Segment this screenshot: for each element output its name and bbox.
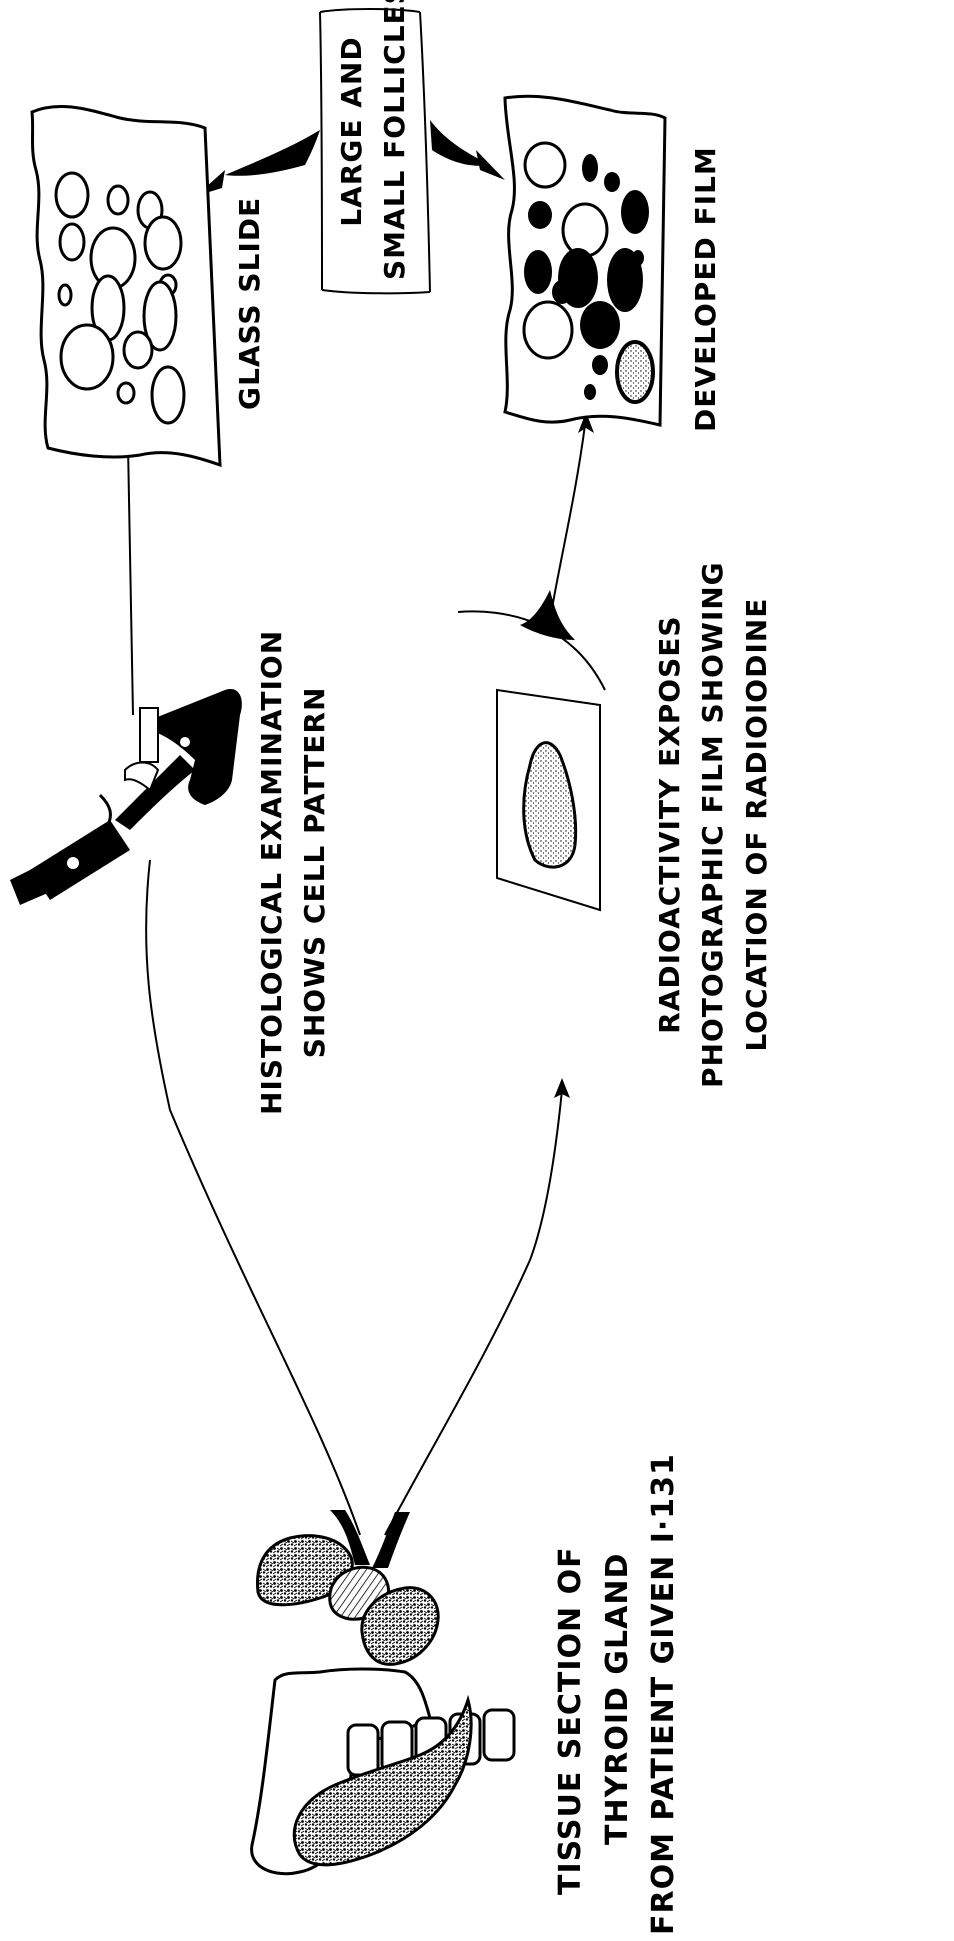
connector-lines [128, 425, 585, 1535]
tissue-line-2: THYROID GLAND [595, 1453, 642, 1935]
developed-film-text: DEVELOPED FILM [684, 146, 727, 432]
glass-slide-text: GLASS SLIDE [228, 197, 271, 410]
glass-slide-label: GLASS SLIDE [228, 197, 271, 410]
radioactivity-line-3: LOCATION OF RADIOIODINE [735, 561, 778, 1088]
histological-line-2: SHOWS CELL PATTERN [293, 630, 336, 1115]
thyroid-gland-icon [252, 1536, 514, 1874]
radioactivity-label: RADIOACTIVITY EXPOSES PHOTOGRAPHIC FILM … [648, 561, 778, 1088]
histological-line-1: HISTOLOGICAL EXAMINATION [250, 630, 293, 1115]
developed-film-label: DEVELOPED FILM [684, 146, 727, 432]
glass-slide-icon [32, 106, 220, 465]
follicles-line-2: SMALL FOLLICLES [373, 0, 416, 280]
tissue-line-1: TISSUE SECTION OF [548, 1453, 595, 1935]
radioactivity-line-1: RADIOACTIVITY EXPOSES [648, 561, 691, 1088]
histological-examination-label: HISTOLOGICAL EXAMINATION SHOWS CELL PATT… [250, 630, 337, 1115]
developed-film-icon [505, 96, 665, 425]
tissue-section-label: TISSUE SECTION OF THYROID GLAND FROM PAT… [548, 1453, 688, 1935]
follicles-line-1: LARGE AND [330, 0, 373, 280]
exposure-bracket [458, 590, 605, 690]
tissue-line-3: FROM PATIENT GIVEN I·131 [641, 1453, 688, 1935]
photographic-film-icon [497, 690, 600, 910]
microscope-icon [10, 689, 242, 905]
radioactivity-line-2: PHOTOGRAPHIC FILM SHOWING [691, 561, 734, 1088]
follicles-label: LARGE AND SMALL FOLLICLES [330, 0, 417, 280]
